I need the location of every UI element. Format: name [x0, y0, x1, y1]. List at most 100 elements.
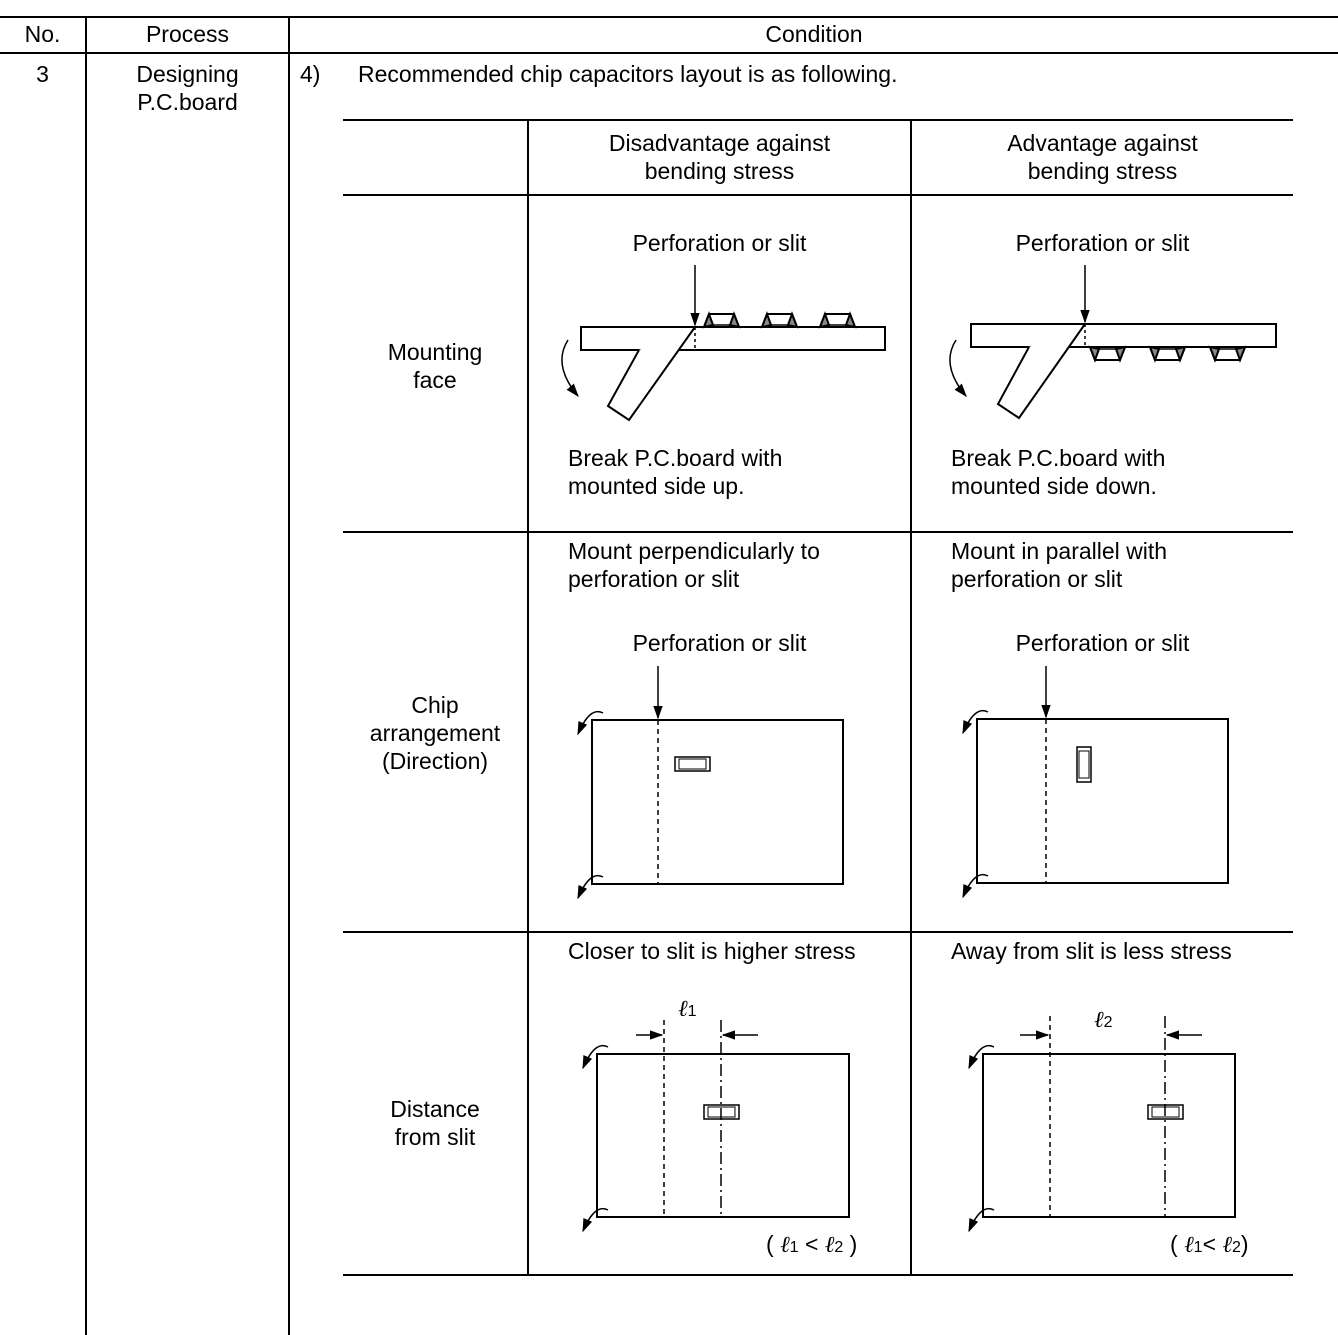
process-line-2: P.C.board	[137, 89, 238, 115]
chip	[703, 313, 740, 328]
open-paren: (	[766, 1231, 774, 1257]
distance-adv-figure	[968, 1016, 1236, 1233]
item-number: 4)	[300, 61, 321, 87]
col-divider-no	[85, 16, 87, 1335]
inner-table-row1-rule	[343, 531, 1293, 533]
bend-arrow	[577, 710, 604, 736]
bend-arrow	[962, 709, 989, 735]
chip-label-line-1: Chip	[411, 692, 459, 718]
col-advantage-line-2: bending stress	[1027, 158, 1178, 184]
mounting-dis-caption-line-1: Break P.C.board with	[568, 445, 783, 471]
chip-adv-note-line-2: perforation or slit	[951, 566, 1123, 592]
chip-body	[707, 1106, 736, 1118]
chip-adv-note-line-1: Mount in parallel with	[951, 538, 1168, 564]
mounting-adv-perforation-label: Perforation or slit	[1015, 230, 1190, 256]
inner-table-top-rule	[343, 119, 1293, 121]
chip-body	[1151, 1106, 1180, 1118]
chip	[674, 756, 711, 772]
inner-table-header-rule	[343, 194, 1293, 196]
chip	[1076, 746, 1092, 783]
chip-label-line-2: arrangement	[369, 720, 501, 746]
col-disadvantage-line-1: Disadvantage against	[608, 130, 831, 156]
distance-adv-dimension-label: ℓ2	[1094, 1005, 1113, 1037]
subscript-1: 1	[789, 1239, 799, 1256]
bend-arrow	[582, 1207, 609, 1233]
chip	[703, 1104, 740, 1120]
ell-symbol: ℓ	[824, 1232, 835, 1258]
ell-symbol: ℓ	[1222, 1232, 1232, 1258]
mounting-label-line-1: Mounting	[387, 339, 483, 365]
subscript-2: 2	[1231, 1239, 1241, 1256]
inner-table-row2-rule	[343, 931, 1293, 933]
subscript-1: 1	[1193, 1239, 1203, 1256]
chip	[1089, 346, 1126, 361]
mounting-dis-caption-line-2: mounted side up.	[568, 473, 745, 499]
chip-body	[1078, 750, 1090, 779]
close-paren: )	[1240, 1231, 1249, 1257]
distance-adv-inequality: ( ℓ1< ℓ2)	[1170, 1230, 1249, 1262]
chip	[1209, 346, 1246, 361]
item-text: Recommended chip capacitors layout is as…	[358, 61, 898, 87]
distance-dis-dimension-label: ℓ1	[678, 994, 697, 1026]
subscript-2: 2	[834, 1239, 844, 1256]
distance-dis-note: Closer to slit is higher stress	[568, 938, 856, 964]
ell-symbol: ℓ	[780, 1232, 790, 1258]
mounting-adv-caption-line-2: mounted side down.	[951, 473, 1157, 499]
mounting-dis-perforation-label: Perforation or slit	[632, 230, 807, 256]
chip	[761, 313, 798, 328]
process-line-1: Designing	[136, 61, 239, 87]
less-than: <	[1202, 1231, 1216, 1257]
chip-body	[678, 758, 707, 770]
distance-label-line-2: from slit	[394, 1124, 476, 1150]
mounting-adv-caption-line-1: Break P.C.board with	[951, 445, 1166, 471]
inner-table-bottom-rule	[343, 1274, 1293, 1276]
distance-dis-figure	[582, 1020, 850, 1233]
inner-col-divider-2	[910, 119, 912, 1275]
header-bottom-rule	[0, 52, 1338, 54]
mounting-label-line-2: face	[413, 367, 457, 393]
broken-board-piece	[996, 323, 1086, 420]
bend-arrow	[561, 339, 579, 398]
chip-adv-perforation-label: Perforation or slit	[1015, 630, 1190, 656]
col-advantage-line-1: Advantage against	[1007, 130, 1198, 156]
bend-arrow	[968, 1044, 995, 1070]
bend-arrow	[968, 1207, 995, 1233]
mounting-dis-figure	[561, 265, 886, 422]
subscript-1: 1	[687, 1003, 697, 1020]
bend-arrow	[582, 1044, 609, 1070]
pc-board	[982, 1053, 1236, 1218]
header-no: No.	[24, 21, 61, 47]
ell-symbol: ℓ	[1184, 1232, 1194, 1258]
header-condition: Condition	[765, 21, 863, 47]
inner-col-divider-1	[527, 119, 529, 1275]
pc-board	[976, 718, 1229, 884]
chip	[1147, 1104, 1184, 1120]
pc-board	[580, 326, 886, 351]
chip-label-line-3: (Direction)	[381, 748, 489, 774]
bend-arrow	[949, 339, 967, 398]
col-divider-process	[288, 16, 290, 1335]
subscript-2: 2	[1103, 1014, 1113, 1031]
pc-board	[596, 1053, 850, 1218]
pc-board	[591, 719, 844, 885]
distance-adv-note: Away from slit is less stress	[951, 938, 1232, 964]
ell-symbol: ℓ	[678, 996, 688, 1022]
ell-symbol: ℓ	[1094, 1007, 1104, 1033]
header-process: Process	[145, 21, 230, 47]
chip-dis-note-line-2: perforation or slit	[568, 566, 740, 592]
distance-label-line-1: Distance	[390, 1096, 480, 1122]
chip	[819, 313, 856, 328]
broken-board-piece	[606, 326, 696, 422]
less-than: <	[804, 1231, 819, 1257]
chip-dis-perforation-label: Perforation or slit	[632, 630, 807, 656]
pc-board	[970, 323, 1277, 348]
close-paren: )	[849, 1231, 858, 1257]
chip-dis-note-line-1: Mount perpendicularly to	[568, 538, 820, 564]
mounting-adv-figure	[949, 265, 1277, 420]
chip-adv-figure	[962, 666, 1229, 899]
col-disadvantage-line-2: bending stress	[644, 158, 795, 184]
bend-arrow	[577, 874, 604, 900]
header-top-rule	[0, 16, 1338, 18]
bend-arrow	[962, 873, 989, 899]
